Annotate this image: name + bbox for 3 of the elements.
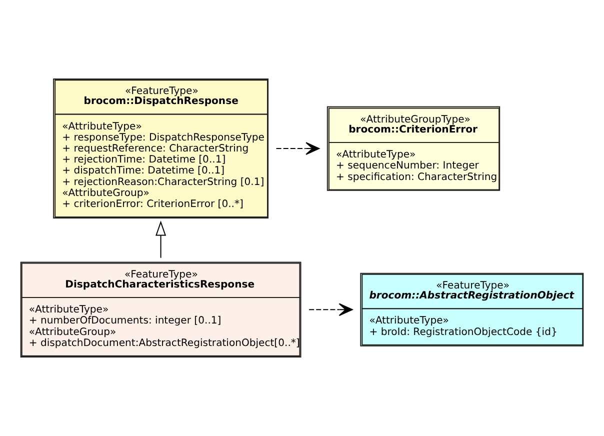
arrow — [276, 142, 320, 155]
arrow — [156, 220, 166, 258]
arrow — [309, 303, 353, 316]
